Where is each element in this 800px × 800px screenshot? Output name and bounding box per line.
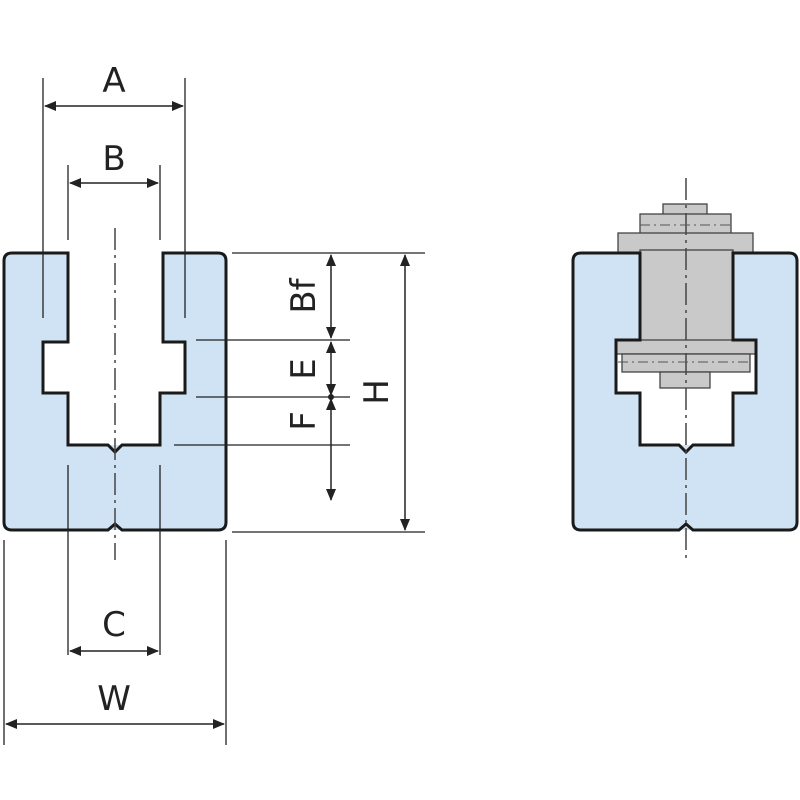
label-a: A — [102, 61, 125, 101]
right-body-right-half — [686, 253, 797, 530]
dimension-e: E — [284, 341, 336, 396]
label-f: F — [284, 411, 324, 431]
right-body-outline — [571, 251, 799, 532]
label-c: C — [102, 605, 126, 645]
dimension-c: C — [69, 605, 159, 656]
right-profile — [571, 178, 799, 562]
right-body-left-half — [573, 253, 686, 530]
label-w: W — [97, 679, 131, 719]
dimension-bf: Bf — [284, 254, 336, 339]
left-body-left-half — [4, 253, 115, 530]
dimension-f: F — [284, 394, 336, 501]
left-body-right-half — [115, 253, 226, 530]
dimension-h: H — [357, 254, 410, 531]
height-extension-lines — [174, 252, 425, 533]
left-profile — [2, 228, 228, 655]
dimension-w: W — [3, 540, 227, 745]
dimension-a: A — [42, 61, 186, 318]
label-bf: Bf — [284, 277, 324, 313]
label-b: B — [102, 139, 125, 179]
label-h: H — [357, 379, 397, 405]
label-e: E — [284, 358, 324, 379]
left-body-outline — [2, 251, 228, 532]
dimension-b: B — [67, 139, 161, 240]
